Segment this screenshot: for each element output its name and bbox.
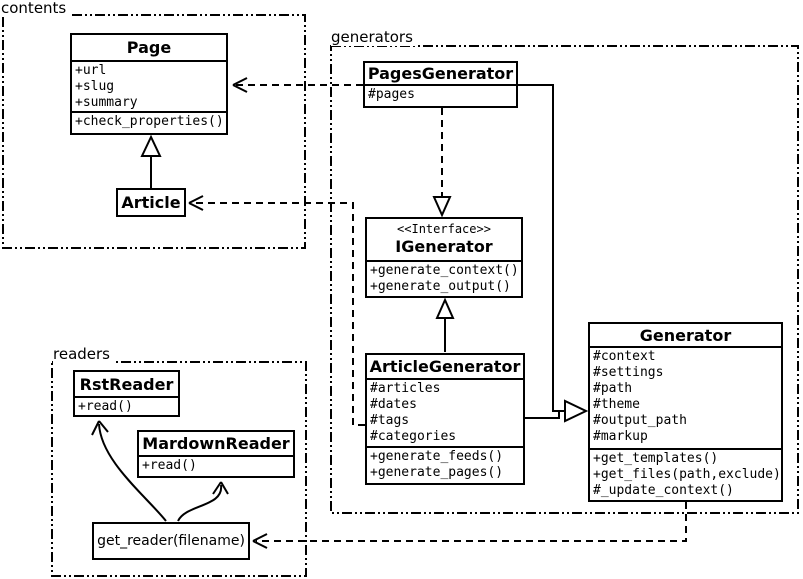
method: +get_templates() bbox=[593, 451, 719, 466]
class-page-methods: +check_properties() bbox=[72, 111, 226, 133]
class-pagesgenerator: PagesGenerator #pages bbox=[363, 61, 518, 108]
attribute: #articles bbox=[370, 381, 441, 396]
class-igenerator-stereotype: <<Interface>> bbox=[397, 222, 491, 236]
association-getreader-to-mardownreader-line bbox=[177, 484, 223, 522]
class-rstreader: RstReader +read() bbox=[73, 370, 180, 417]
package-label-contents: contents bbox=[1, 0, 70, 17]
class-igenerator: <<Interface>> IGenerator +generate_conte… bbox=[365, 217, 523, 298]
class-igenerator-methods: +generate_context() +generate_output() bbox=[367, 260, 521, 296]
class-generator: Generator #context #settings #path #them… bbox=[588, 322, 783, 502]
dependency-generator-to-getreader-line bbox=[256, 502, 687, 542]
attribute: #context bbox=[593, 349, 656, 364]
method: +generate_output() bbox=[370, 279, 511, 294]
class-generator-title: Generator bbox=[639, 325, 732, 345]
class-generator-methods: +get_templates() +get_files(path,exclude… bbox=[590, 448, 781, 500]
class-igenerator-title: <<Interface>> IGenerator bbox=[367, 219, 521, 260]
class-articlegenerator: ArticleGenerator #articles #dates #tags … bbox=[365, 353, 525, 485]
class-igenerator-name: IGenerator bbox=[395, 237, 493, 256]
method: +generate_pages() bbox=[370, 465, 504, 480]
class-generator-attributes: #context #settings #path #theme #output_… bbox=[590, 346, 781, 448]
class-article: Article bbox=[116, 188, 186, 217]
function-getreader-label: get_reader(filename) bbox=[97, 533, 245, 549]
association-getreader-to-rstreader-line bbox=[98, 423, 167, 522]
class-mardownreader-methods: +read() bbox=[139, 455, 293, 476]
class-page: Page +url +slug +summary +check_properti… bbox=[70, 33, 228, 135]
class-pagesgenerator-title: PagesGenerator bbox=[367, 64, 514, 83]
package-label-readers: readers bbox=[53, 346, 113, 363]
class-page-title: Page bbox=[126, 38, 172, 58]
dependency-generator-to-getreader-arrowhead bbox=[252, 533, 268, 549]
inheritance-articlegenerator-to-igenerator-triangle bbox=[435, 297, 455, 319]
class-rstreader-methods: +read() bbox=[75, 396, 178, 415]
class-rstreader-title: RstReader bbox=[79, 374, 174, 394]
class-pagesgenerator-attributes: #pages bbox=[365, 84, 516, 106]
class-page-attributes: +url +slug +summary bbox=[72, 60, 226, 111]
package-generators-border bbox=[330, 45, 799, 514]
method: +read() bbox=[78, 399, 133, 414]
method: +read() bbox=[142, 458, 197, 473]
inheritance-article-to-page-triangle bbox=[140, 134, 162, 157]
class-article-title: Article bbox=[121, 193, 181, 212]
attribute: #categories bbox=[370, 429, 457, 444]
class-articlegenerator-methods: +generate_feeds() +generate_pages() bbox=[367, 446, 523, 483]
package-contents-border bbox=[2, 14, 306, 249]
package-readers-border bbox=[51, 361, 307, 577]
attribute: +slug bbox=[75, 79, 115, 95]
method: +generate_context() bbox=[370, 263, 519, 278]
inheritance-to-generator-triangle bbox=[564, 399, 589, 423]
association-getreader-to-mardownreader-arrowhead bbox=[212, 481, 229, 495]
attribute: +summary bbox=[75, 95, 138, 111]
method: #_update_context() bbox=[593, 483, 734, 498]
method: +check_properties() bbox=[75, 114, 224, 130]
package-label-generators: generators bbox=[331, 29, 416, 46]
realization-pagesgenerator-to-igenerator-triangle bbox=[432, 196, 452, 218]
method: +generate_feeds() bbox=[370, 449, 504, 464]
attribute: #path bbox=[593, 381, 633, 396]
attribute: #settings bbox=[593, 365, 664, 380]
attribute: #tags bbox=[370, 413, 410, 428]
function-getreader: get_reader(filename) bbox=[92, 522, 250, 560]
attribute: #theme bbox=[593, 397, 640, 412]
class-articlegenerator-attributes: #articles #dates #tags #categories bbox=[367, 378, 523, 446]
class-mardownreader-title: MardownReader bbox=[142, 434, 290, 453]
attribute: #output_path bbox=[593, 413, 687, 428]
class-mardownreader: MardownReader +read() bbox=[137, 430, 295, 478]
dependency-articlegenerator-to-article-line bbox=[192, 202, 365, 426]
association-getreader-to-rstreader-arrowhead bbox=[91, 420, 109, 436]
class-articlegenerator-title: ArticleGenerator bbox=[369, 357, 521, 376]
method: +get_files(path,exclude) bbox=[593, 467, 781, 482]
attribute: #dates bbox=[370, 397, 417, 412]
inheritance-articlegenerator-to-generator-line bbox=[525, 411, 560, 419]
attribute: #pages bbox=[368, 87, 415, 102]
attribute: +url bbox=[75, 63, 107, 79]
dependency-pagesgenerator-to-page-arrowhead bbox=[232, 77, 248, 93]
attribute: #markup bbox=[593, 429, 648, 444]
dependency-articlegenerator-to-article-arrowhead bbox=[188, 195, 204, 211]
